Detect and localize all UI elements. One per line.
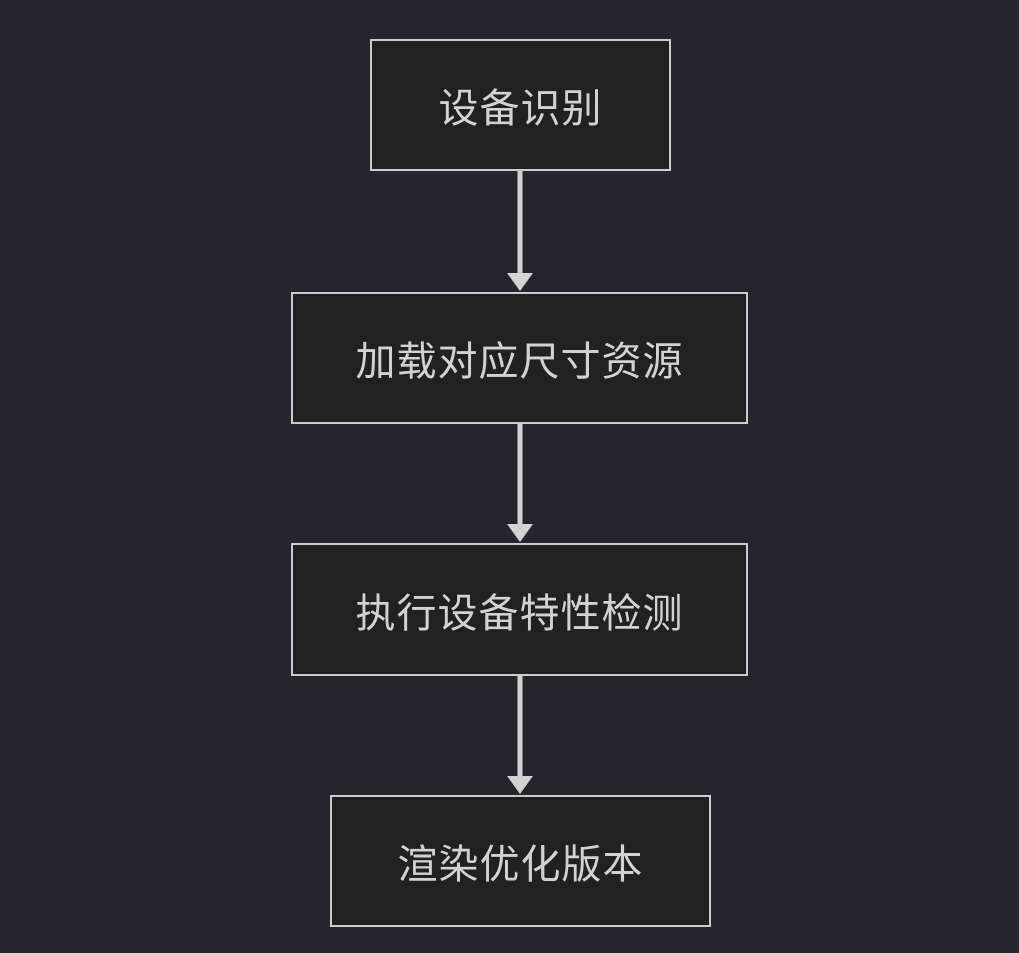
node-label: 设备识别 — [438, 86, 603, 132]
arrow-line — [517, 424, 523, 528]
arrowhead-down-icon — [507, 776, 533, 794]
arrowhead-down-icon — [507, 524, 533, 542]
node-label: 执行设备特性检测 — [355, 590, 684, 637]
arrow-line — [517, 171, 523, 277]
flowchart-edge-3 — [507, 676, 533, 794]
flowchart-node-feature-detection: 执行设备特性检测 — [291, 543, 748, 676]
arrow-line — [517, 676, 523, 780]
flowchart-edge-2 — [507, 424, 533, 542]
arrowhead-down-icon — [507, 273, 533, 291]
flowchart-edge-1 — [507, 171, 533, 291]
flowchart-node-device-identification: 设备识别 — [370, 39, 671, 171]
node-label: 渲染优化版本 — [397, 842, 644, 888]
flowchart-node-render-optimized: 渲染优化版本 — [330, 795, 711, 927]
flowchart-node-load-resources: 加载对应尺寸资源 — [291, 292, 748, 424]
node-label: 加载对应尺寸资源 — [355, 339, 684, 385]
